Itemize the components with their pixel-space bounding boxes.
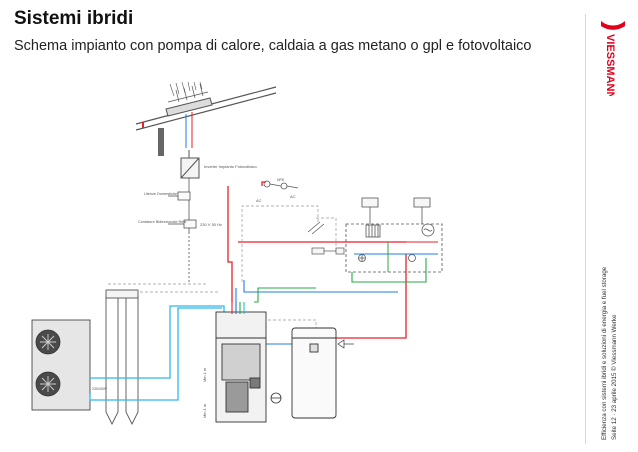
cold-water-line: [89, 305, 225, 401]
ac-circuit: [263, 180, 299, 190]
building-wall: [105, 289, 139, 426]
viessmann-logo: VIESSMANN: [601, 21, 625, 96]
min-distance-1: Min 1 m: [202, 367, 207, 382]
utenze-label: Utenze Domestiche: [144, 192, 177, 196]
chimney: [158, 128, 164, 156]
inverter-label: Inverter Impianto Fotovoltaico: [204, 164, 257, 169]
gas-line: [254, 258, 427, 303]
side-caption-line1: Efficienza con sistemi ibridi e soluzion…: [601, 266, 608, 440]
expansion-vessel-icon: [270, 392, 282, 404]
inverter: [180, 157, 200, 179]
tank-valves: [337, 339, 354, 349]
voltage-label: 230 V 50 Hz: [200, 222, 222, 227]
min-distance-2: Min 1 m: [202, 403, 207, 418]
side-caption: Efficienza con sistemi ibridi e soluzion…: [596, 252, 626, 442]
indoor-hybrid-unit: [215, 311, 267, 423]
manifold-pipes: [354, 241, 438, 272]
hot-water-tank: [291, 327, 337, 419]
roof: [135, 86, 277, 131]
hybrid-system-diagram: Inverter Impianto Fotovoltaico Utenze Do…: [31, 82, 443, 426]
ac-label: AC: [256, 198, 262, 203]
solar-panels: [165, 83, 213, 117]
pump-icons: [358, 254, 416, 262]
slide-title: Sistemi ibridi: [14, 8, 134, 29]
side-caption-line2: Seite 12 · 23 aprile 2015 © Viessmann We…: [611, 314, 618, 440]
brand-name: VIESSMANN: [604, 34, 616, 96]
slide-subtitle: Schema impianto con pompa di calore, cal…: [14, 38, 532, 54]
hydraulic-manifold: [345, 197, 443, 273]
floor-heating-icon: [421, 223, 435, 237]
sun-rays-icon: [169, 82, 203, 97]
indoor-unit-pipes: [231, 302, 245, 314]
radiator-icon: [365, 224, 381, 238]
nfb-label: NFB: [277, 178, 285, 182]
outdoor-heat-pump: [31, 319, 91, 411]
pv-cables: [185, 112, 193, 158]
outdoor-unit-note: 230/400V: [92, 387, 108, 391]
control-wiring: [106, 205, 337, 332]
contatore-label: Contatore Bidirezionale Rete: [138, 220, 187, 224]
electrical-bus: [168, 178, 197, 282]
vertical-divider: [585, 14, 586, 444]
ac-label-2: AC: [290, 194, 296, 199]
small-components: [307, 221, 345, 255]
